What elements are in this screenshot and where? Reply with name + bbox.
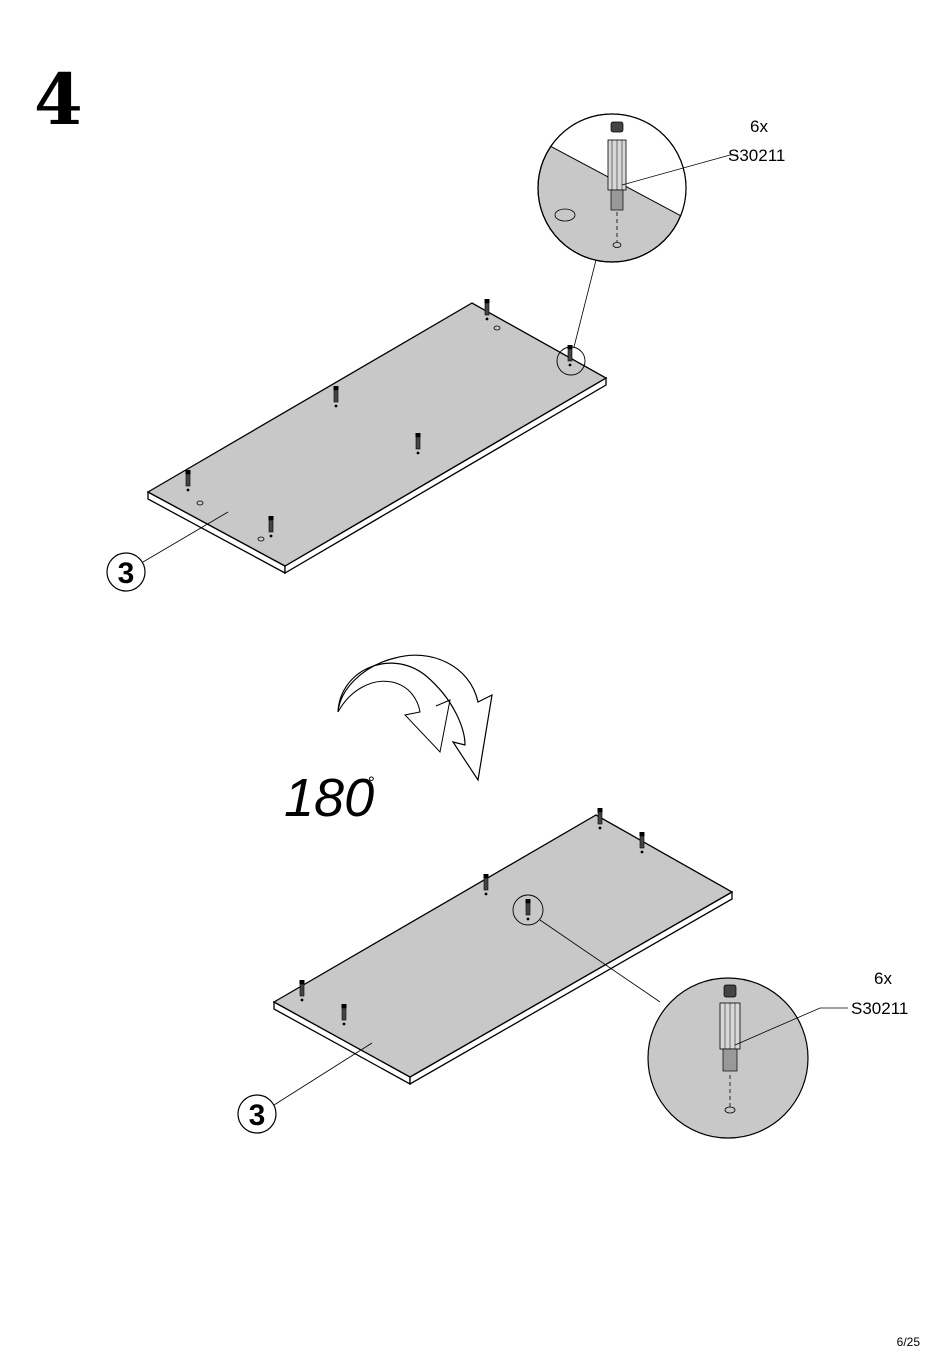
zoom-detail-top <box>520 100 700 262</box>
page-number: 6/25 <box>897 1335 921 1349</box>
part-number-bottom: 3 <box>249 1099 266 1132</box>
quantity-label-bottom: 6x <box>874 969 892 988</box>
rotation-degree-symbol: ° <box>368 773 375 792</box>
panel-bottom-group: 6x S30211 3 <box>238 808 908 1138</box>
panel-top-group: 6x S30211 3 <box>107 100 785 591</box>
quantity-label-top: 6x <box>750 117 768 136</box>
panel-top-surface <box>148 303 606 566</box>
part-number-top: 3 <box>118 557 135 590</box>
step-number: 4 <box>34 58 83 141</box>
zoom-leader-line <box>574 260 596 347</box>
part-number-leader <box>274 1043 372 1105</box>
rotation-angle-label: 180 <box>284 768 374 828</box>
rotate-arrow-icon <box>338 655 492 780</box>
part-code-label-top: S30211 <box>728 146 785 165</box>
zoom-detail-bottom <box>648 978 808 1138</box>
part-code-label-bottom: S30211 <box>851 999 908 1018</box>
